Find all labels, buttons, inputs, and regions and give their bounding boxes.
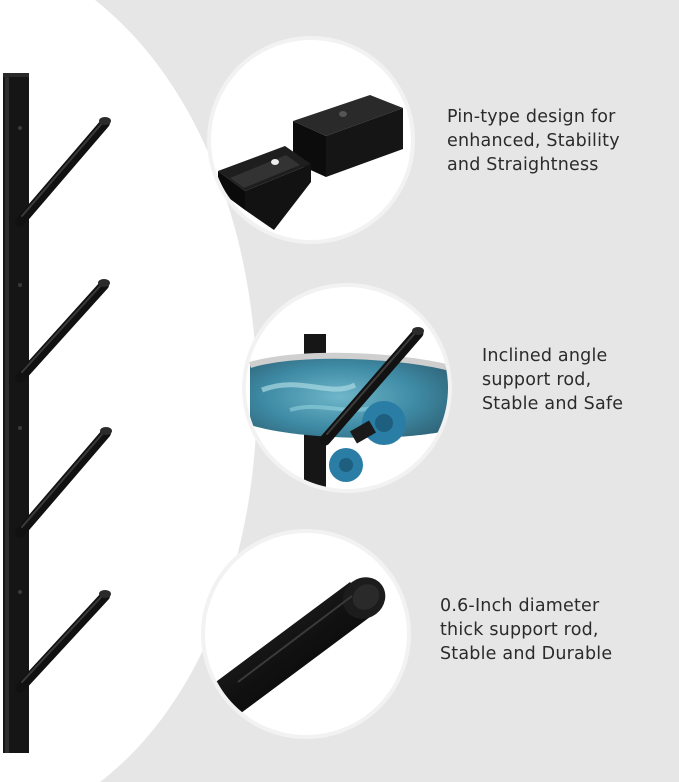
callout-inclined-angle: Inclined angle support rod, Stable and S… bbox=[482, 344, 623, 416]
callout-line: Stable and Durable bbox=[440, 644, 613, 664]
callout-line: Stable and Safe bbox=[482, 394, 624, 414]
callout-line: thick support rod, bbox=[440, 620, 599, 640]
detail-thick-rod bbox=[201, 529, 411, 739]
callout-pin-design: Pin-type design for enhanced, Stability … bbox=[447, 105, 620, 177]
callout-line: support rod, bbox=[482, 370, 592, 390]
callout-line: enhanced, Stability bbox=[447, 131, 620, 151]
callout-line: Pin-type design for bbox=[447, 107, 616, 127]
detail-inclined-rod bbox=[242, 283, 452, 493]
detail-pin-joint bbox=[207, 36, 415, 244]
white-backdrop bbox=[0, 0, 257, 782]
callout-line: Inclined angle bbox=[482, 346, 608, 366]
callout-rod-diameter: 0.6-Inch diameter thick support rod, Sta… bbox=[440, 594, 612, 666]
wall-rack bbox=[3, 73, 112, 753]
callout-line: and Straightness bbox=[447, 155, 599, 175]
callout-line: 0.6-Inch diameter bbox=[440, 596, 600, 616]
